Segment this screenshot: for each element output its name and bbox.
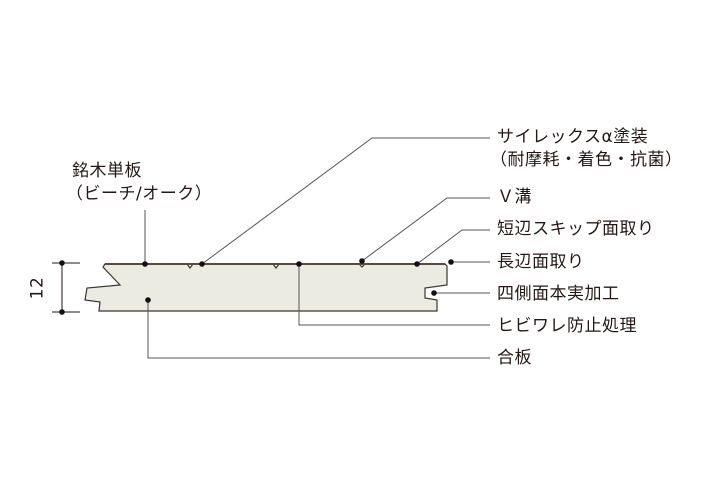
- v-groove-label: Ｖ溝: [497, 187, 532, 207]
- tongue-groove-label: 四側面本実加工: [497, 284, 620, 304]
- veneer-label-line1: 銘木単板: [72, 161, 142, 181]
- board-body: [84, 263, 448, 312]
- coating-label-line2: （耐摩耗・着色・抗菌）: [490, 150, 683, 170]
- dimension-marker: [52, 262, 80, 313]
- leader-dots: [142, 258, 454, 303]
- crack-prevention-label: ヒビワレ防止処理: [497, 316, 637, 336]
- short-edge-label: 短辺スキップ面取り: [497, 219, 655, 239]
- coating-label-line1: サイレックスα塗装: [497, 127, 649, 147]
- leader-lines: [144, 137, 490, 359]
- long-edge-label: 長辺面取り: [497, 252, 585, 272]
- veneer-label-line2: （ビーチ/オーク）: [66, 184, 213, 204]
- plywood-label: 合板: [497, 348, 532, 368]
- dimension-label: 12: [27, 276, 48, 300]
